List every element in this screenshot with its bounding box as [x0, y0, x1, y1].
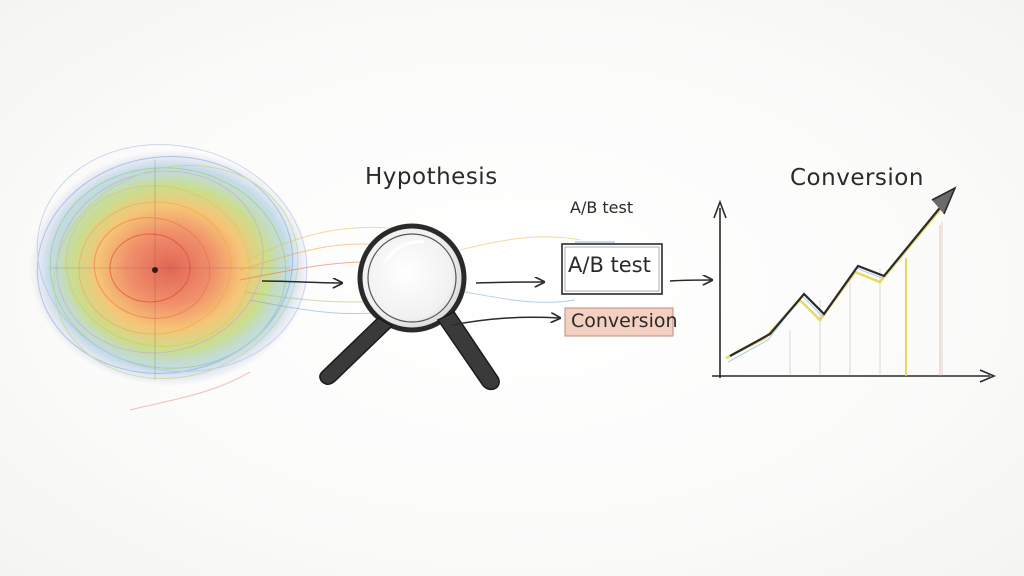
arrow-to-ab-test: [475, 282, 544, 283]
ab-test-box-label: A/B test: [568, 253, 651, 277]
heatmap-swirl-icon: [30, 143, 310, 411]
hypothesis-label: Hypothesis: [365, 164, 498, 190]
conversion-box: [564, 307, 674, 337]
conversion-title: Conversion: [790, 165, 924, 191]
conversion-box-label: Conversion: [571, 310, 678, 332]
arrow-to-chart: [669, 280, 712, 281]
magnifying-glass-icon: [319, 223, 500, 391]
ab-test-box: [561, 241, 663, 295]
arrow-to-conversion: [451, 317, 560, 326]
rising-line-chart-icon: [712, 186, 997, 383]
arrow-heatmap-to-magnifier: [261, 281, 342, 283]
ab-test-caption: A/B test: [570, 198, 634, 217]
